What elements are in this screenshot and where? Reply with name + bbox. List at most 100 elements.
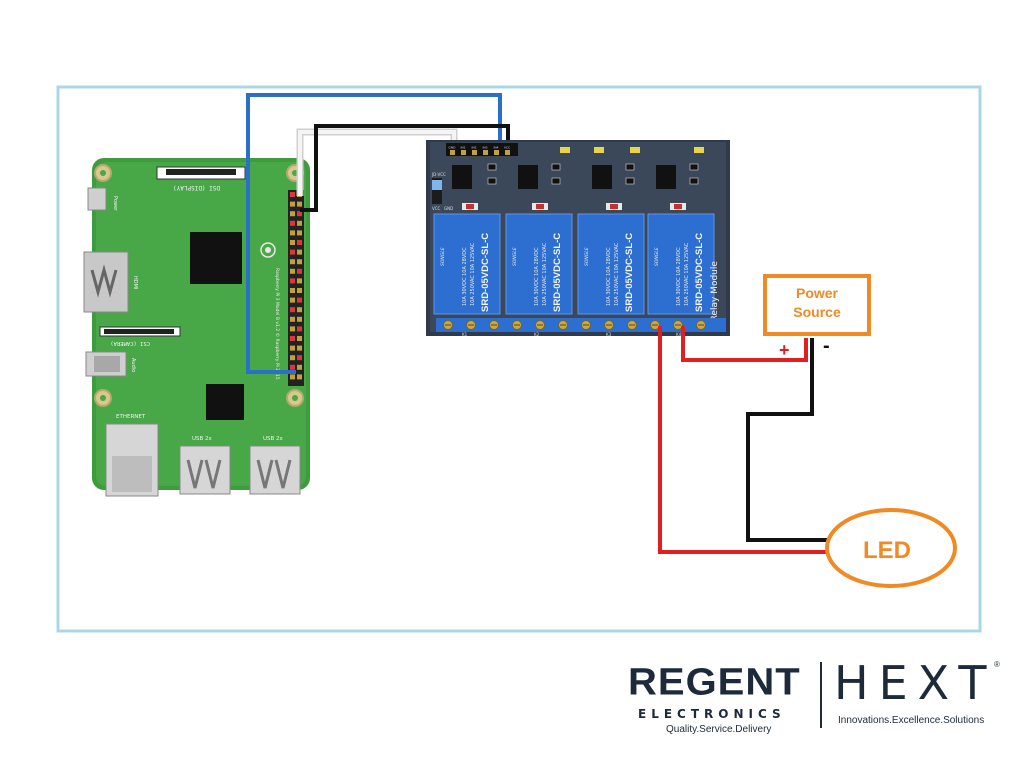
gpio-pin — [297, 297, 302, 303]
jumper-label: VCC — [432, 206, 441, 211]
gpio-pin — [297, 316, 302, 322]
gpio-pin — [297, 268, 302, 274]
relay-brand: SONGLE — [584, 247, 590, 266]
lan-chip — [206, 384, 244, 420]
relay-spec: 10A 250VAC 10A 125VAC — [470, 242, 476, 306]
led-ellipse — [825, 508, 957, 588]
header-pin-label: IN3 — [482, 146, 487, 150]
gpio-pin — [290, 288, 295, 293]
relay — [505, 213, 573, 315]
gpio-pin — [290, 364, 295, 370]
gpio-pin — [290, 249, 295, 255]
raspberry-logo-icon — [260, 242, 276, 258]
relay-model: SRD-05VDC-SL-C — [480, 233, 491, 312]
gpio-pin — [297, 201, 302, 207]
gpio-pin — [290, 374, 295, 380]
header-pin — [483, 150, 488, 155]
dsi-label: DSI (DISPLAY) — [173, 184, 220, 191]
gpio-pin — [290, 297, 295, 303]
relay-spec: 10A 250VAC 10A 125VAC — [542, 242, 548, 306]
gpio-pin — [297, 364, 302, 370]
gpio-pin — [297, 288, 302, 293]
gpio-pin — [297, 336, 302, 341]
gpio-pin — [290, 268, 295, 274]
plus-sign: + — [779, 340, 790, 360]
raspberry-pi-board: DSI (DISPLAY) Power Raspberry Pi 3 Model… — [83, 158, 310, 497]
gpio-pin — [290, 220, 295, 226]
relay-spec: 10A 30VDC 10A 28VDC — [462, 247, 468, 306]
relay-spec: 10A 250VAC 10A 125VAC — [614, 242, 620, 306]
hext-logo: HEXT ® Innovations.Excellence.Solutions — [834, 656, 1014, 740]
header-pin-label: GND — [449, 146, 457, 150]
relay — [433, 213, 501, 315]
logo-divider — [820, 662, 822, 728]
gpio-pin — [290, 192, 295, 197]
regent-sub: ELECTRONICS — [638, 707, 786, 721]
led-label: LED — [863, 537, 911, 564]
gpio-pin — [290, 345, 295, 351]
header-pin — [472, 150, 477, 155]
wire-red-relay-to-power-plus — [681, 326, 808, 362]
gpio-pin — [290, 240, 295, 245]
power-port — [87, 187, 107, 211]
audio-label: Audio — [130, 358, 136, 372]
gpio-pin — [290, 278, 295, 284]
relay-brand: SONGLE — [440, 247, 446, 266]
channel-label: K1 — [462, 332, 468, 337]
gpio-pin — [290, 211, 295, 217]
gpio-pin — [290, 336, 295, 341]
gpio-pin — [297, 211, 302, 217]
header-pin — [505, 150, 510, 155]
relay-spec: 10A 30VDC 10A 28VDC — [534, 247, 540, 306]
jumper-label: GND — [444, 206, 453, 211]
usb-port-2 — [249, 445, 301, 495]
hext-name: HEXT — [834, 656, 997, 710]
gpio-pins — [290, 192, 302, 380]
header-pin — [494, 150, 499, 155]
gpio-pin — [297, 230, 302, 236]
usb-port-1 — [179, 445, 231, 495]
gpio-pin — [297, 278, 302, 284]
usb-label-2: USB 2x — [263, 436, 284, 442]
relay — [647, 213, 715, 315]
relay-spec: 10A 30VDC 10A 28VDC — [606, 247, 612, 306]
relay-brand: SONGLE — [654, 247, 660, 266]
header-pin-label: IN2 — [471, 146, 476, 150]
header-pin-label: VCC — [504, 146, 510, 150]
gpio-pin — [290, 355, 295, 361]
wire-blue-gpio-to-relay — [246, 93, 502, 374]
header-pin-label: IN1 — [460, 146, 465, 150]
gpio-pin — [290, 326, 295, 332]
gpio-pin — [297, 355, 302, 361]
power-label: Power — [112, 196, 118, 212]
relay — [577, 213, 645, 315]
gpio-pin — [297, 307, 302, 313]
soc-chip — [190, 232, 242, 284]
regent-name: REGENT — [628, 661, 801, 703]
power-source-box — [763, 274, 871, 336]
relay-model: SRD-05VDC-SL-C — [624, 233, 635, 312]
relay-module-title: 4 Relay Module — [710, 261, 720, 330]
hext-tagline: Innovations.Excellence.Solutions — [838, 715, 985, 726]
gpio-pin — [290, 259, 295, 265]
gpio-pin — [290, 316, 295, 322]
relay-model: SRD-05VDC-SL-C — [552, 233, 563, 312]
gpio-pin — [297, 326, 302, 332]
gpio-pin — [297, 249, 302, 255]
hdmi-label: HDMI — [132, 276, 138, 289]
csi-label: CSI (CAMERA) — [110, 340, 150, 346]
wire-black-power-minus-to-led — [746, 338, 830, 542]
minus-sign: - — [823, 335, 830, 357]
jumper-block — [432, 178, 442, 204]
header-pin-label: IN4 — [493, 146, 498, 150]
regent-logo: REGENT ELECTRONICS Quality.Service.Deliv… — [628, 660, 808, 740]
header-pin — [461, 150, 466, 155]
power-source-label-2: Source — [793, 304, 841, 320]
channel-label: K3 — [606, 332, 612, 337]
relay-brand: SONGLE — [512, 247, 518, 266]
gpio-pin — [297, 259, 302, 265]
gpio-pin — [290, 307, 295, 313]
gpio-pin — [290, 230, 295, 236]
